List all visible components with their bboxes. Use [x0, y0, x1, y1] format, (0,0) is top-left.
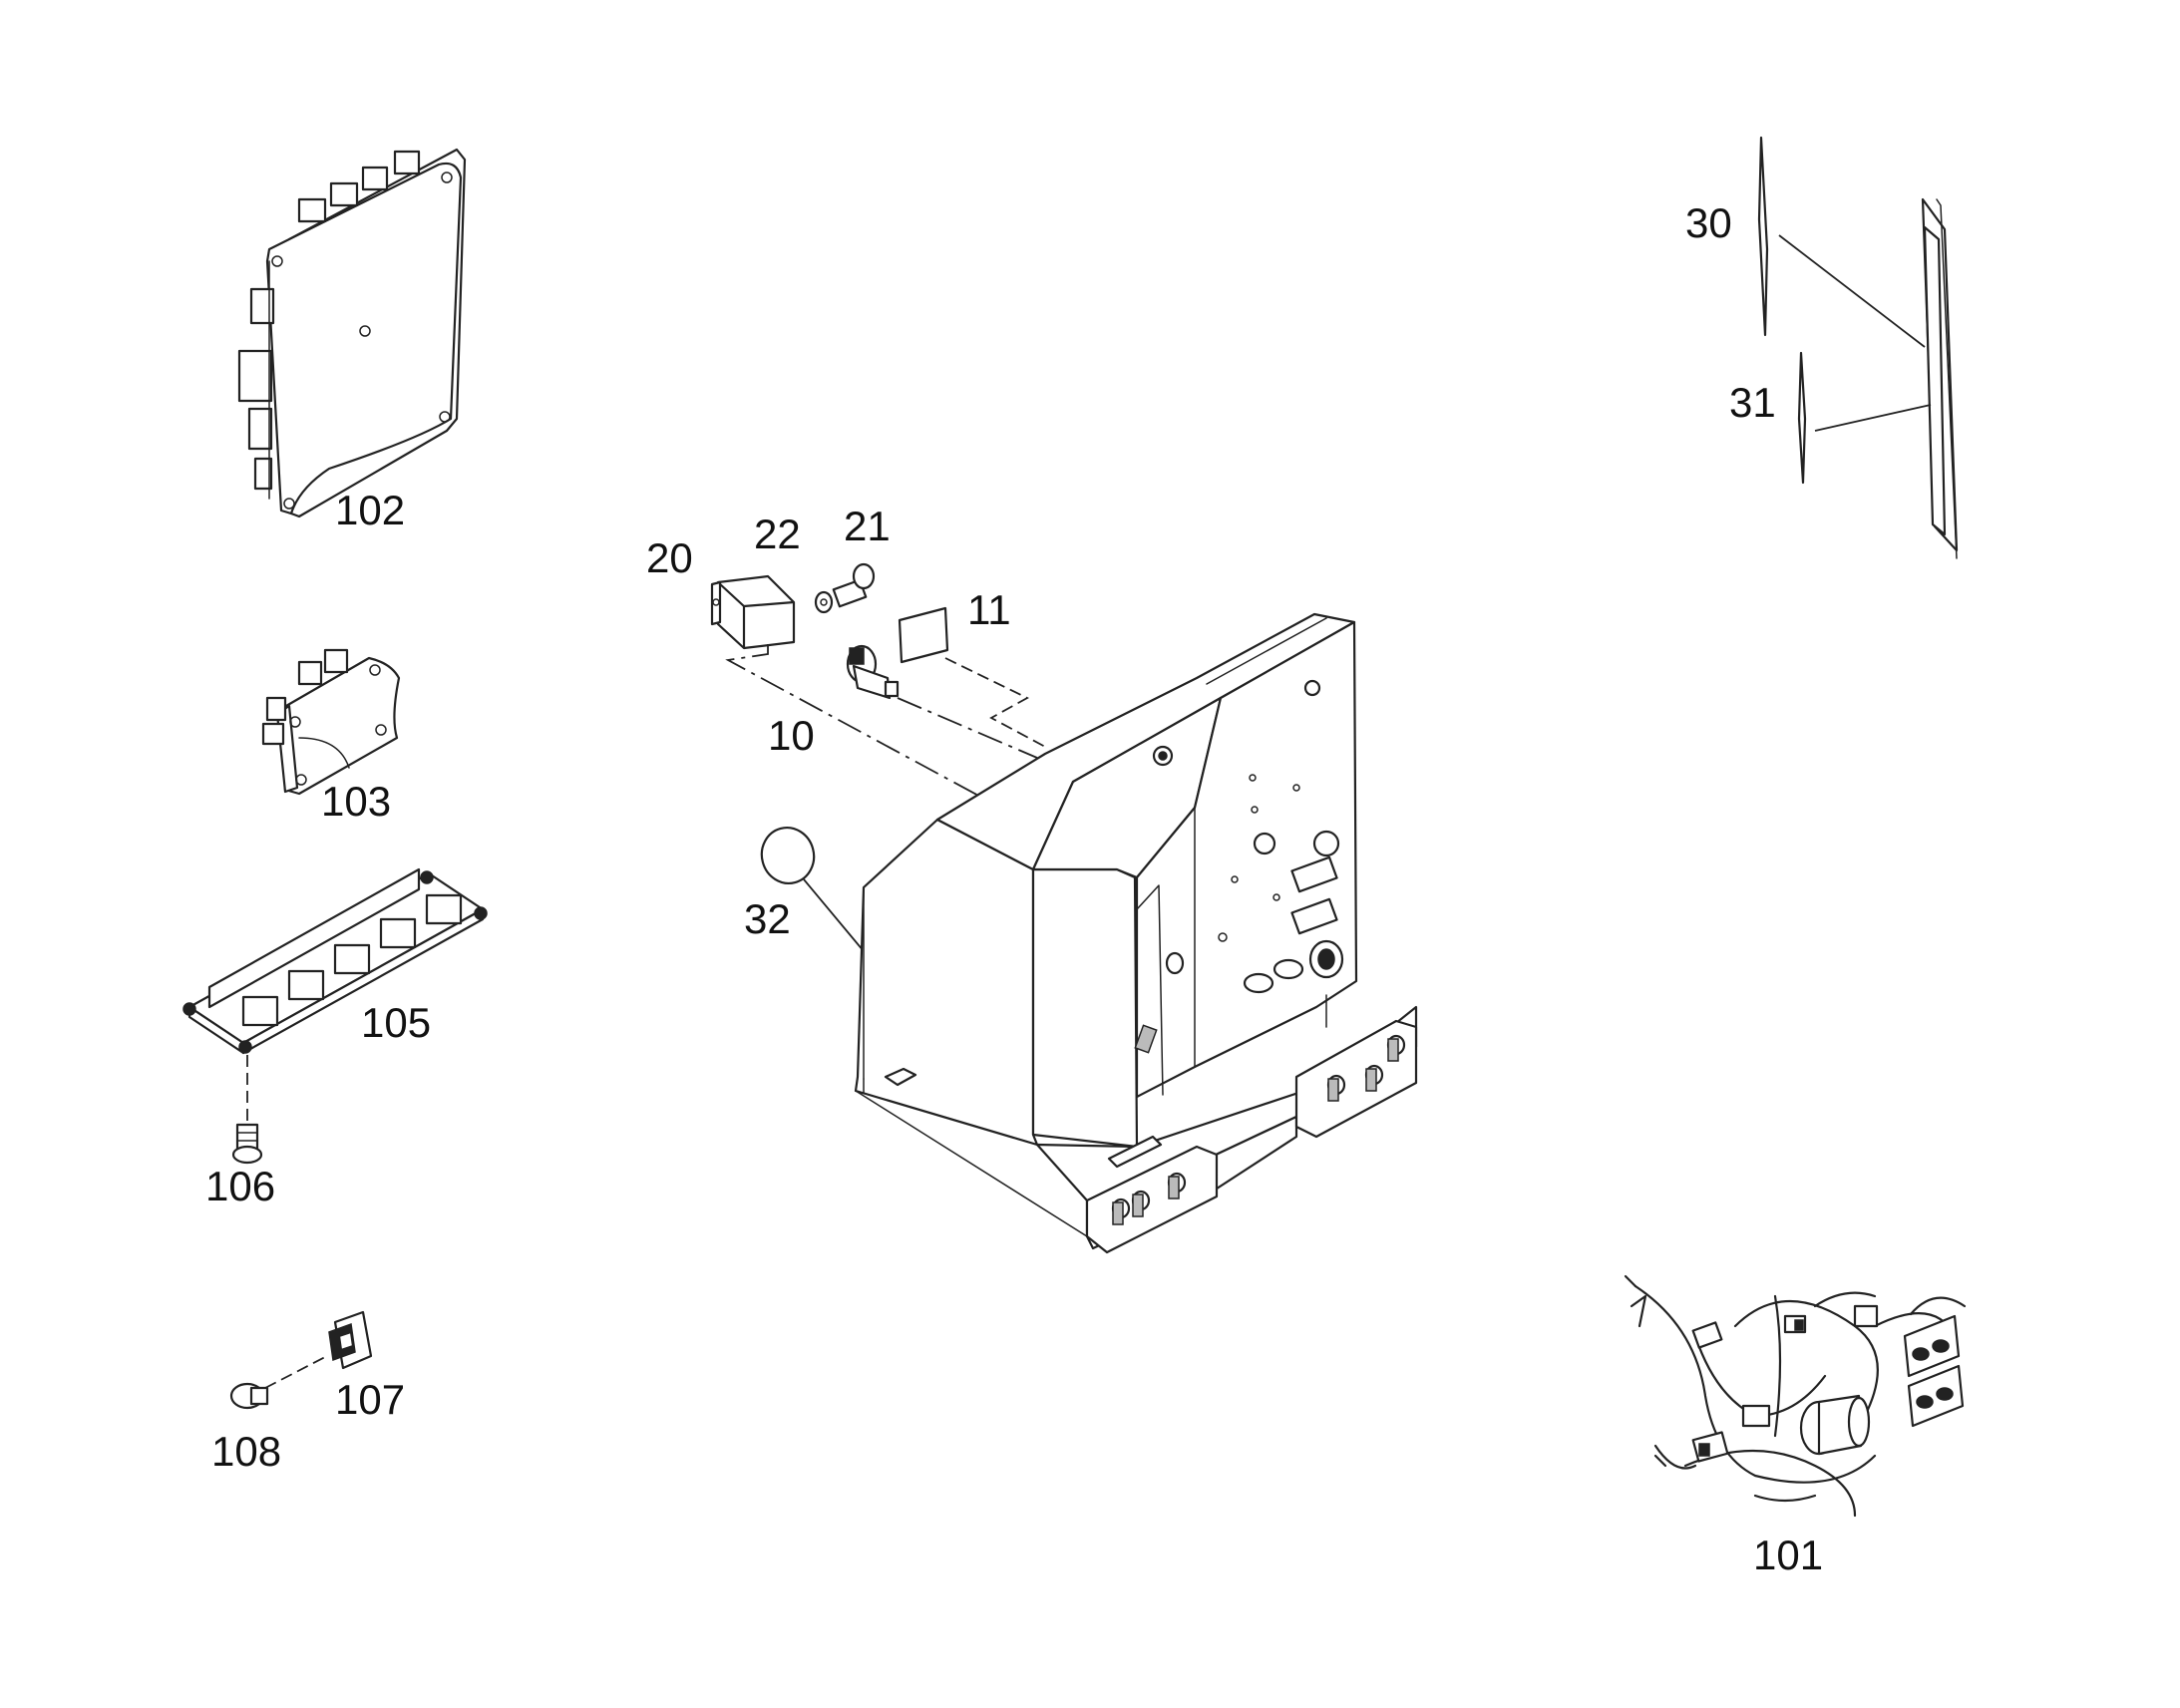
callout-103: 103 [321, 778, 391, 825]
callout-101: 101 [1753, 1532, 1823, 1578]
round-cover-32 [760, 827, 816, 884]
screw-21 [832, 562, 876, 608]
leader-31 [1814, 404, 1932, 432]
callout-11: 11 [967, 586, 1011, 633]
control-board-103 [261, 648, 401, 796]
callout-22: 22 [754, 511, 801, 557]
callout-102: 102 [335, 487, 405, 533]
main-chassis [854, 612, 1418, 1254]
leader-32 [803, 878, 865, 952]
callout-107: 107 [335, 1376, 405, 1423]
callout-106: 106 [205, 1163, 275, 1209]
callout-108: 108 [211, 1428, 281, 1475]
callout-30: 30 [1685, 199, 1732, 246]
callout-32: 32 [744, 895, 791, 942]
label-11 [898, 606, 949, 664]
screw-108 [229, 1382, 269, 1410]
main-panel-30-31 [1921, 197, 1959, 559]
callout-31: 31 [1729, 379, 1776, 426]
leader-30 [1778, 234, 1926, 348]
panel-30 [1757, 136, 1769, 337]
switch-10 [846, 644, 900, 700]
callout-10: 10 [768, 712, 815, 759]
leader-10 [897, 697, 1038, 759]
leader-20 [725, 644, 983, 799]
stud-group [1111, 1034, 1406, 1225]
control-board-102 [237, 148, 467, 518]
washer-22 [814, 590, 834, 614]
leader-11 [944, 657, 1048, 749]
wiring-harness-101 [1624, 1274, 1967, 1518]
callout-20: 20 [646, 534, 693, 581]
panel-31 [1797, 351, 1807, 485]
leader-107-108 [264, 1355, 328, 1389]
callout-105: 105 [361, 999, 431, 1046]
bracket-20 [710, 574, 796, 650]
callout-21: 21 [844, 503, 891, 549]
connector-107 [328, 1310, 373, 1370]
terminal-board-105 [182, 867, 488, 1055]
screw-106 [231, 1123, 263, 1165]
